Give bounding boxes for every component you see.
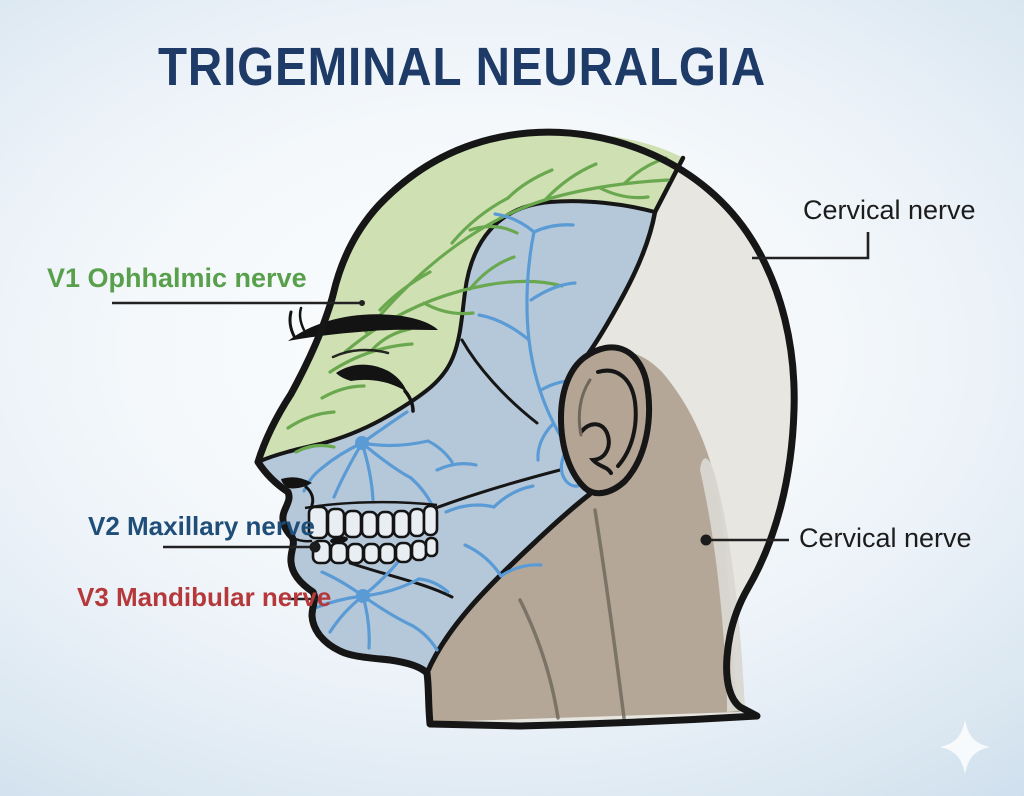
cervical-top-leader-line xyxy=(752,232,870,260)
label-cervical-nerve-bottom: Cervical nerve xyxy=(799,523,972,553)
label-v3-mandibular-nerve: V3 Mandibular nerve xyxy=(77,582,332,612)
v3-nerve-node xyxy=(356,589,370,603)
label-cervical-nerve-top: Cervical nerve xyxy=(803,195,976,225)
gum-line xyxy=(304,500,438,510)
label-v1-ophthalmic-nerve: V1 Ophhalmic nerve xyxy=(47,263,307,293)
nostril xyxy=(281,477,312,489)
region-boundary-lines xyxy=(256,155,686,676)
leader-lines xyxy=(112,232,870,601)
label-v2-maxillary-nerve: V2 Maxillary nerve xyxy=(88,511,315,541)
cervical-bottom-leader-dot xyxy=(700,534,712,546)
v2-leader-dot xyxy=(309,541,321,553)
head-outline xyxy=(254,128,798,730)
facial-features xyxy=(281,306,438,543)
neck-shading-lines xyxy=(518,508,626,720)
page-title: TRIGEMINAL NEURALGIA xyxy=(157,37,767,97)
mouth-gap xyxy=(330,536,348,544)
nape-highlight xyxy=(700,458,745,712)
region-skin-neck xyxy=(427,350,740,722)
sparkle-icon xyxy=(940,720,990,774)
teeth xyxy=(307,504,439,565)
ear xyxy=(558,344,653,497)
v1-leader-dot xyxy=(359,300,365,306)
closed-eye xyxy=(336,364,407,392)
v1-nerve-branches xyxy=(286,156,670,454)
v2-nerve-node xyxy=(355,436,369,450)
eyebrow xyxy=(288,314,438,341)
